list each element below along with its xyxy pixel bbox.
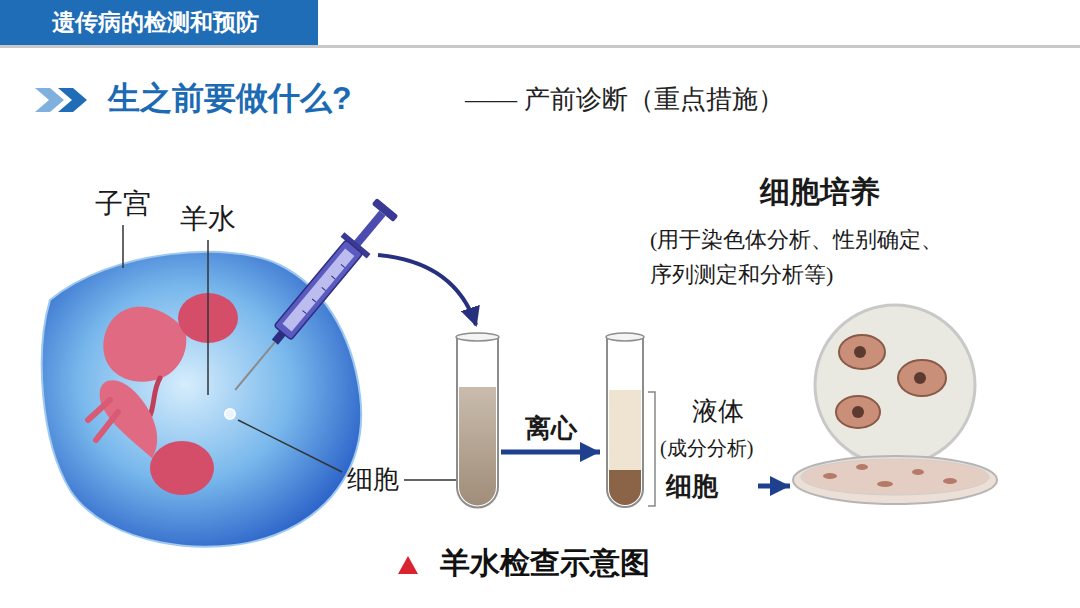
- bracket: [648, 392, 655, 506]
- nucleus: [852, 406, 864, 418]
- edge-label: 离心: [523, 414, 579, 444]
- fetus-limb: [88, 400, 118, 440]
- syringe-scale: [303, 264, 345, 313]
- part-label: 子宫: [95, 188, 151, 220]
- syringe-nozzle: [272, 330, 286, 344]
- chevron-icon: [58, 88, 87, 112]
- culture-medium: [801, 459, 989, 495]
- leader-line: [122, 225, 124, 268]
- test-tube: [607, 337, 643, 507]
- syringe-plunger: [372, 198, 399, 222]
- leader-line: [404, 479, 456, 481]
- tube-rim: [456, 333, 499, 341]
- flow-arrow: [758, 484, 790, 489]
- syringe-needle: [235, 342, 275, 390]
- syringe: [222, 196, 400, 401]
- syringe-rod: [352, 211, 385, 248]
- leader-line: [207, 240, 209, 395]
- petri-dish: [793, 456, 997, 504]
- syringe-barrel: [274, 240, 363, 340]
- supernatant: [609, 390, 641, 470]
- fetus-head: [150, 441, 214, 495]
- centrifuged-tube-node: 液体 (成分分析) 细胞: [600, 335, 758, 507]
- chevron-icon: [35, 88, 64, 112]
- colony: [856, 464, 868, 470]
- figure-caption: 羊水检查示意图: [440, 546, 650, 581]
- cultured-cells: [836, 335, 946, 428]
- cell-colonies: [823, 464, 957, 487]
- analysis-note: (成分分析): [660, 437, 753, 460]
- nucleus: [914, 372, 926, 384]
- umbilical-cord: [140, 378, 160, 428]
- liquid-label: 液体: [692, 397, 744, 427]
- colony: [877, 481, 893, 487]
- fetus-head: [178, 293, 238, 343]
- uterus: [42, 252, 361, 547]
- tube-content: [459, 387, 496, 506]
- colony: [912, 469, 924, 475]
- section-subheading: —— 产前诊断（重点措施）: [465, 85, 784, 115]
- part-label: 羊水: [180, 203, 236, 235]
- colony: [823, 473, 837, 479]
- test-tube-node: 细胞: [455, 335, 501, 507]
- transfer-arrow: [378, 255, 476, 325]
- cell: [836, 396, 880, 428]
- header-title: 遗传病的检测和预防: [52, 9, 259, 35]
- syringe-flange: [341, 232, 371, 258]
- culture-heading: 细胞培养: [760, 175, 880, 210]
- header-bar: [0, 0, 318, 45]
- cell-pellet: [609, 470, 641, 505]
- syringe-window: [282, 248, 354, 331]
- magnifier: [815, 305, 975, 465]
- nucleus: [854, 346, 866, 358]
- leader-line: [238, 420, 342, 472]
- amniotic-cell: [225, 409, 235, 419]
- section-heading: 生之前要做什么?: [108, 80, 352, 117]
- fetus: [100, 380, 158, 458]
- culture-note: (用于染色体分析、性别确定、 序列测定和分析等): [650, 222, 1030, 292]
- magnifier-cone: [830, 430, 960, 468]
- flow-arrow: [501, 450, 600, 455]
- cell-label: 细胞: [347, 465, 399, 495]
- test-tube: [457, 337, 498, 507]
- cell: [898, 360, 946, 396]
- colony: [943, 478, 957, 484]
- cell-culture-node: 细胞培养(用于染色体分析、性别确定、 序列测定和分析等): [790, 300, 1005, 508]
- tube-rim: [606, 333, 644, 341]
- caption-triangle: [398, 556, 418, 574]
- cell: [839, 335, 885, 369]
- header-rule: [0, 45, 1080, 48]
- fetus: [103, 307, 186, 382]
- cell-label: 细胞: [666, 472, 718, 502]
